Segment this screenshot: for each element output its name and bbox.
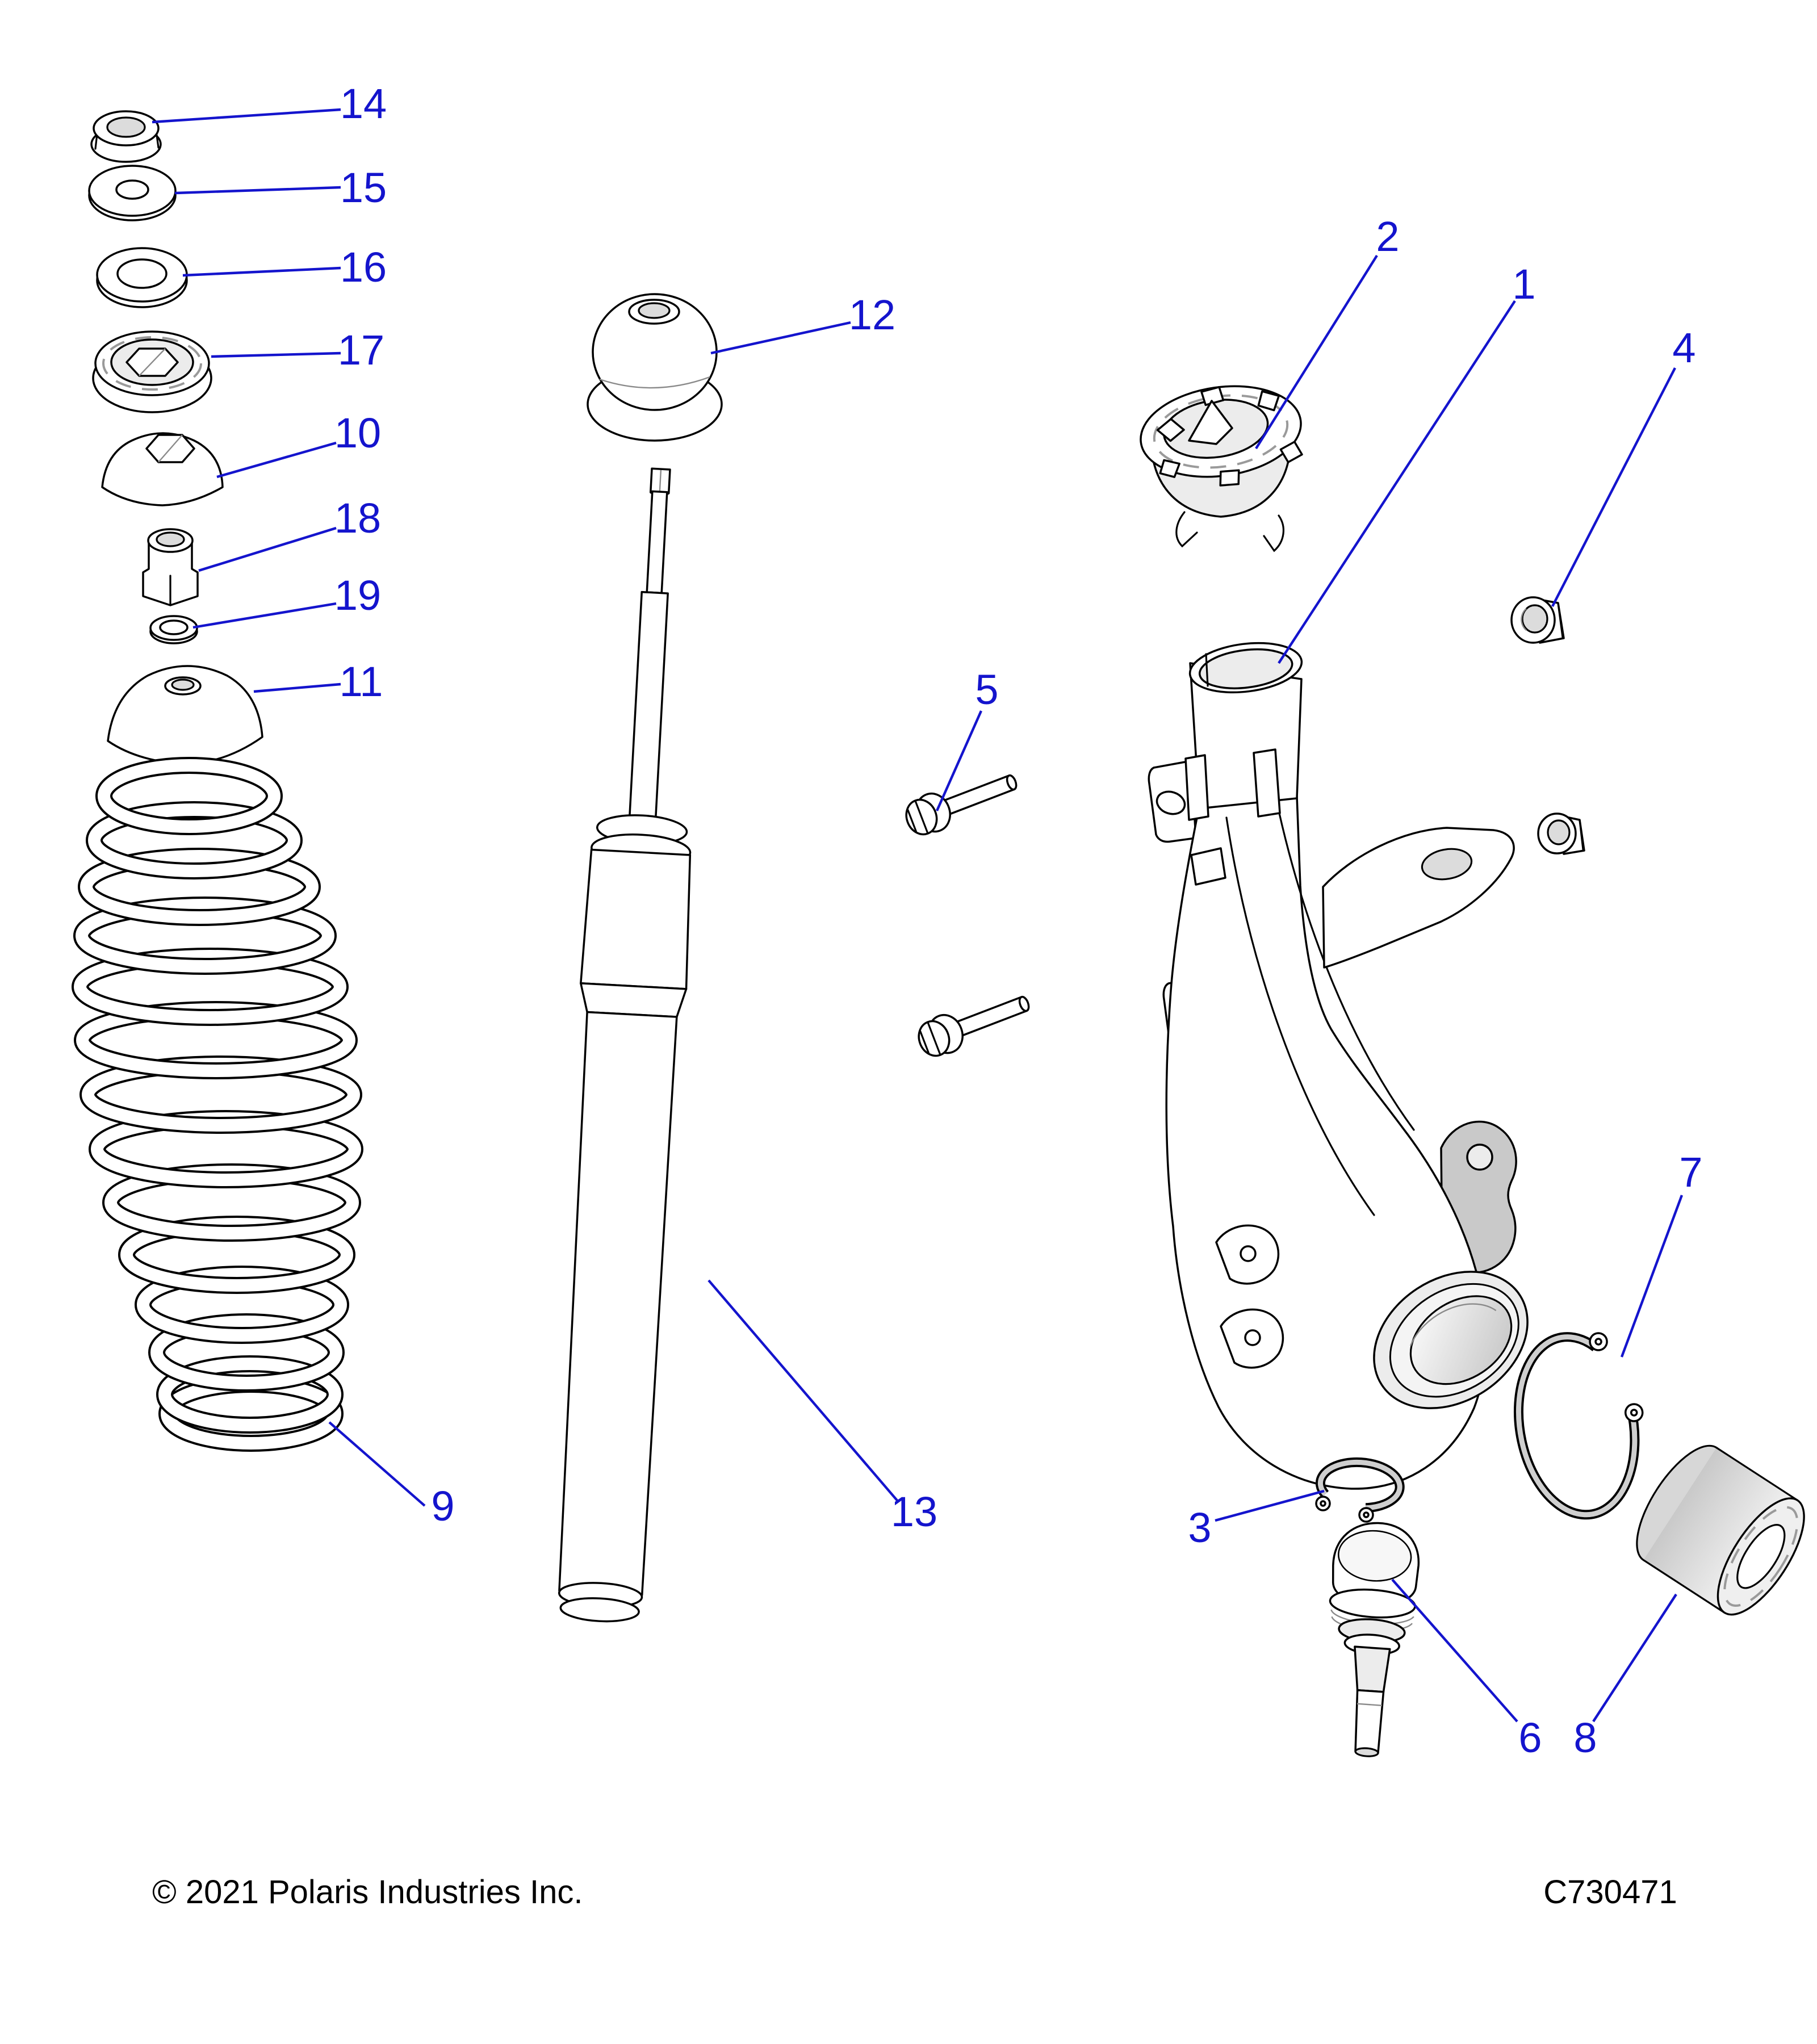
callout-19: 19 [334, 572, 381, 619]
callout-11: 11 [340, 658, 383, 705]
leader-line-1 [1278, 300, 1516, 664]
callout-4: 4 [1672, 324, 1695, 371]
leader-line-6 [1391, 1578, 1518, 1723]
leader-line-13 [707, 1279, 899, 1503]
part-11-spring-cap [107, 665, 263, 765]
callout-17: 17 [338, 326, 384, 374]
part-1-steering-knuckle [1148, 642, 1529, 1490]
leader-line-10 [216, 441, 337, 479]
callout-2: 2 [1376, 213, 1399, 260]
part-19-small-washer [149, 615, 198, 644]
leader-line-2 [1255, 254, 1378, 450]
leader-line-16 [182, 266, 341, 277]
part-2-spring-seat [1140, 385, 1303, 552]
leader-line-4 [1551, 367, 1676, 608]
leader-lines [152, 108, 1684, 1723]
part-4-flange-nut [1510, 596, 1565, 644]
part-9-coil-spring [72, 757, 363, 1452]
callout-6: 6 [1518, 1714, 1542, 1761]
callout-13: 13 [891, 1488, 937, 1535]
leader-line-12 [710, 321, 851, 355]
part-17-spring-retainer [92, 330, 212, 413]
footer: © 2021 Polaris Industries Inc. C730471 [152, 1874, 1677, 1911]
leader-line-5 [935, 710, 983, 811]
part-6-ball-joint [1329, 1522, 1420, 1757]
leader-line-11 [253, 682, 341, 693]
part-18-spacer-nut [142, 528, 199, 606]
part-16-thick-washer [96, 247, 188, 308]
leader-line-8 [1592, 1593, 1677, 1723]
footer-part-code: C730471 [1543, 1874, 1677, 1911]
part-12-bump-stop [587, 293, 723, 442]
callout-12: 12 [849, 291, 895, 338]
leader-line-7 [1620, 1195, 1684, 1358]
flange-bolt [918, 995, 1030, 1057]
part-8-wheel-bearing [1636, 1444, 1805, 1616]
callout-labels: 14 15 16 17 10 18 19 11 9 12 13 5 2 1 4 … [334, 80, 1703, 1761]
callout-10: 10 [334, 409, 381, 456]
part-13-shock-absorber [558, 467, 692, 1623]
footer-copyright: © 2021 Polaris Industries Inc. [152, 1874, 583, 1911]
callout-16: 16 [340, 244, 387, 291]
leader-line-15 [174, 186, 341, 195]
part-3-snap-ring-small [1315, 1457, 1405, 1523]
leader-line-17 [211, 351, 341, 358]
part-14-lock-nut [90, 110, 162, 163]
part-10-dome-cap [101, 432, 224, 506]
callout-9: 9 [431, 1482, 454, 1530]
part-15-flat-washer [88, 165, 177, 221]
leader-line-19 [192, 602, 337, 629]
callout-14: 14 [340, 80, 387, 127]
leader-line-3 [1215, 1489, 1325, 1522]
leader-line-14 [152, 108, 341, 124]
flange-nut-small [1537, 812, 1585, 855]
callout-18: 18 [334, 495, 381, 542]
callout-5: 5 [975, 666, 998, 713]
part-5-flange-bolts [905, 774, 1030, 1057]
leader-line-18 [198, 526, 337, 572]
callout-3: 3 [1188, 1504, 1211, 1551]
callout-15: 15 [340, 164, 387, 211]
callout-8: 8 [1573, 1714, 1597, 1761]
flange-bolt [905, 774, 1018, 836]
part-7-snap-ring-large [1513, 1332, 1644, 1520]
callout-1: 1 [1512, 261, 1535, 308]
leader-line-9 [328, 1421, 426, 1507]
callout-7: 7 [1679, 1149, 1702, 1196]
